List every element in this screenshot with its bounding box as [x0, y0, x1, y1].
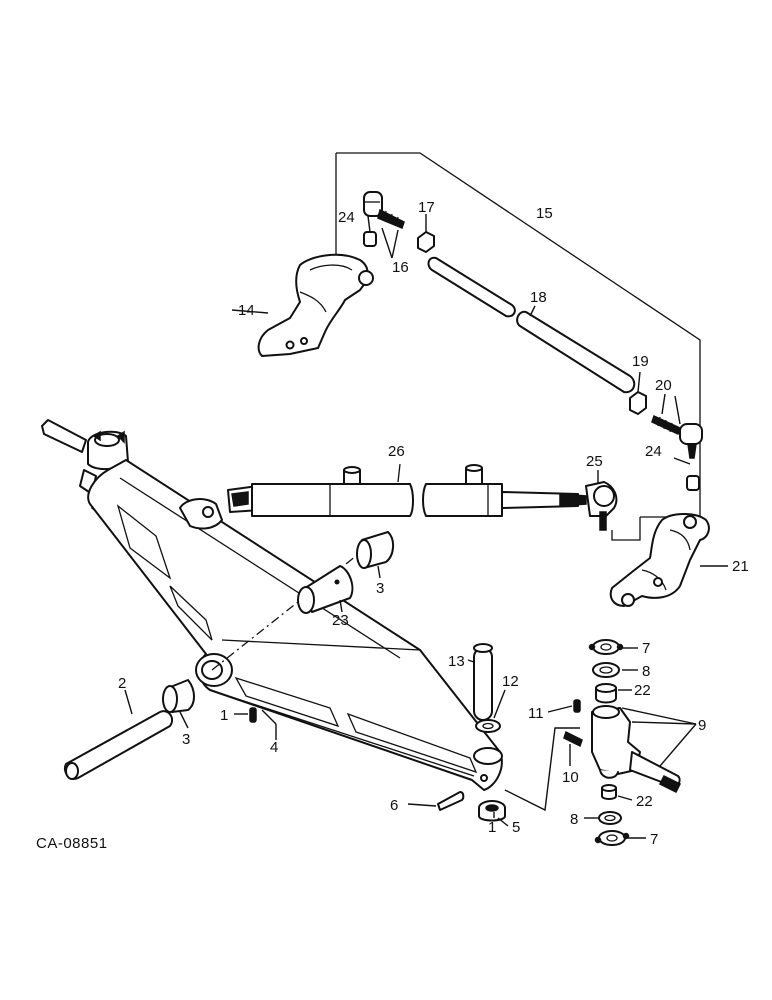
tie-rod-end-left: [363, 191, 405, 259]
steering-cylinder: [227, 463, 587, 517]
callout-1-axle: 1: [220, 707, 228, 724]
callout-6: 6: [390, 797, 398, 814]
steering-knuckle-assembly: [504, 639, 697, 846]
thrust-washer-12: [475, 689, 506, 733]
pivot-axis-line: [211, 540, 376, 671]
steering-arm-left: [231, 253, 374, 357]
callout-17: 17: [418, 199, 435, 216]
callout-10: 10: [562, 769, 579, 786]
callout-13: 13: [448, 653, 465, 670]
callout-14: 14: [238, 302, 255, 319]
callout-24-left: 24: [338, 209, 355, 226]
callout-3-upper: 3: [376, 580, 384, 597]
callout-4: 4: [270, 739, 278, 756]
callout-1-bearing: 1: [488, 819, 496, 836]
callout-12: 12: [502, 673, 519, 690]
callout-21: 21: [732, 558, 749, 575]
callout-7-bottom: 7: [650, 831, 658, 848]
callout-25: 25: [586, 453, 603, 470]
callout-24-right: 24: [645, 443, 662, 460]
callout-23: 23: [332, 612, 349, 629]
callout-7-top: 7: [642, 640, 650, 657]
callout-11: 11: [528, 705, 544, 722]
thrust-bearing-5: [478, 800, 509, 827]
callout-19: 19: [632, 353, 649, 370]
callout-26: 26: [388, 443, 405, 460]
tie-rod-tube: [427, 256, 636, 394]
steering-arm-right: [609, 513, 728, 607]
callout-5: 5: [512, 819, 520, 836]
drawing-reference-code: CA-08851: [36, 835, 108, 852]
callout-22-bottom: 22: [636, 793, 653, 810]
callout-8-top: 8: [642, 663, 650, 680]
cylinder-rod-end: [585, 470, 618, 531]
grease-fitting-axle: [234, 707, 257, 723]
jam-nut-17: [417, 214, 435, 253]
tie-rod-end-right: [651, 393, 703, 491]
tie-rod-group-outline: [335, 152, 701, 541]
callout-18: 18: [530, 289, 547, 306]
front-axle-beam: [41, 419, 503, 791]
pivot-pin: [64, 689, 174, 780]
king-pin: [467, 643, 493, 721]
roll-pin: [407, 791, 465, 811]
callout-20: 20: [655, 377, 672, 394]
callout-15: 15: [536, 205, 553, 222]
callout-3-lower: 3: [182, 731, 190, 748]
callout-9: 9: [698, 717, 706, 734]
jam-nut-19: [629, 371, 647, 415]
pivot-bushings: [162, 531, 394, 729]
callout-2: 2: [118, 675, 126, 692]
callout-16: 16: [392, 259, 409, 276]
callout-8-bottom: 8: [570, 811, 578, 828]
callout-22-top: 22: [634, 682, 651, 699]
callout-labels: 15 17 24 16 14 18 19 20 24 26 25 21 3 23…: [118, 199, 749, 848]
